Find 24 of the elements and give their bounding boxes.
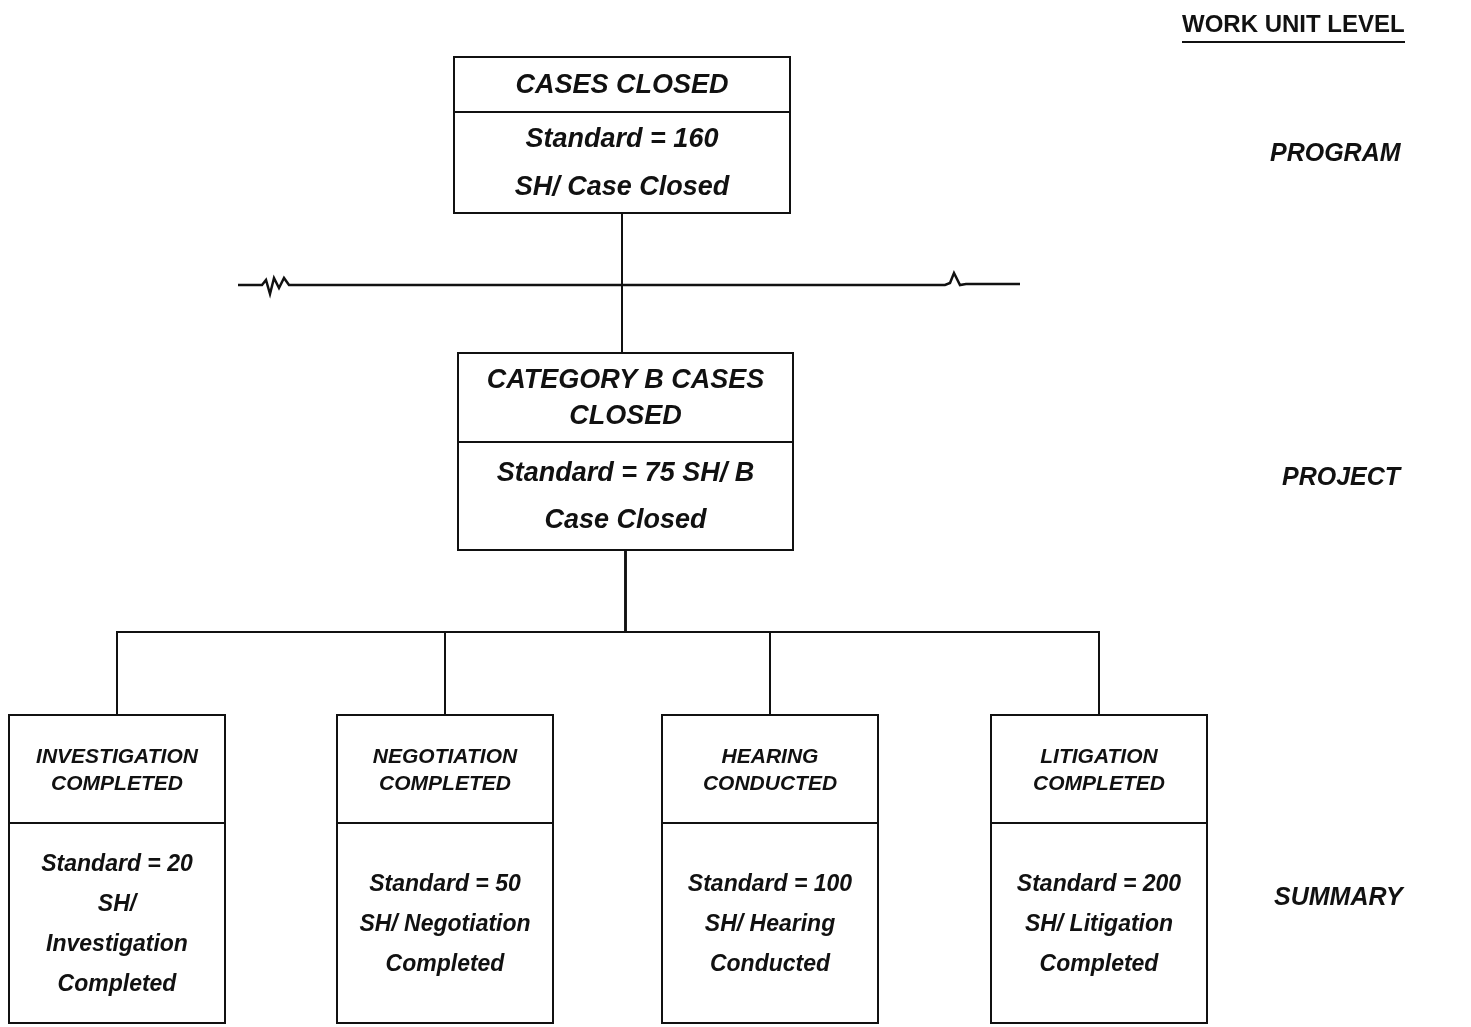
box-heading: LITIGATION COMPLETED bbox=[1032, 742, 1166, 796]
column-heading: WORK UNIT LEVEL bbox=[1182, 10, 1405, 43]
box-heading: HEARING CONDUCTED bbox=[701, 742, 839, 796]
standard-text: Standard = 75 SH/ B Case Closed bbox=[495, 455, 756, 536]
standard-text: Standard = 160 SH/ Case Closed bbox=[513, 122, 731, 203]
connector-line bbox=[621, 213, 623, 353]
process-box bbox=[8, 714, 226, 1024]
level-label: PROGRAM bbox=[1270, 138, 1401, 167]
box-heading: CATEGORY B CASES CLOSED bbox=[485, 363, 766, 432]
process-box bbox=[661, 714, 879, 1024]
level-label: SUMMARY bbox=[1274, 882, 1403, 911]
level-label: PROJECT bbox=[1282, 462, 1401, 491]
standard-text: Standard = 50 SH/ Negotiation Completed bbox=[358, 868, 532, 979]
box-heading: CASES CLOSED bbox=[515, 67, 729, 101]
process-box bbox=[336, 714, 554, 1024]
standard-text: Standard = 200 SH/ Litigation Completed bbox=[1015, 868, 1183, 979]
process-box bbox=[453, 56, 791, 214]
process-box bbox=[990, 714, 1208, 1024]
standard-text: Standard = 100 SH/ Hearing Conducted bbox=[686, 868, 854, 979]
box-heading: NEGOTIATION COMPLETED bbox=[371, 742, 519, 796]
process-box bbox=[457, 352, 794, 551]
box-heading: INVESTIGATION COMPLETED bbox=[35, 742, 200, 796]
connector-line bbox=[624, 550, 1100, 715]
standard-text: Standard = 20 SH/ Investigation Completed bbox=[40, 848, 194, 999]
